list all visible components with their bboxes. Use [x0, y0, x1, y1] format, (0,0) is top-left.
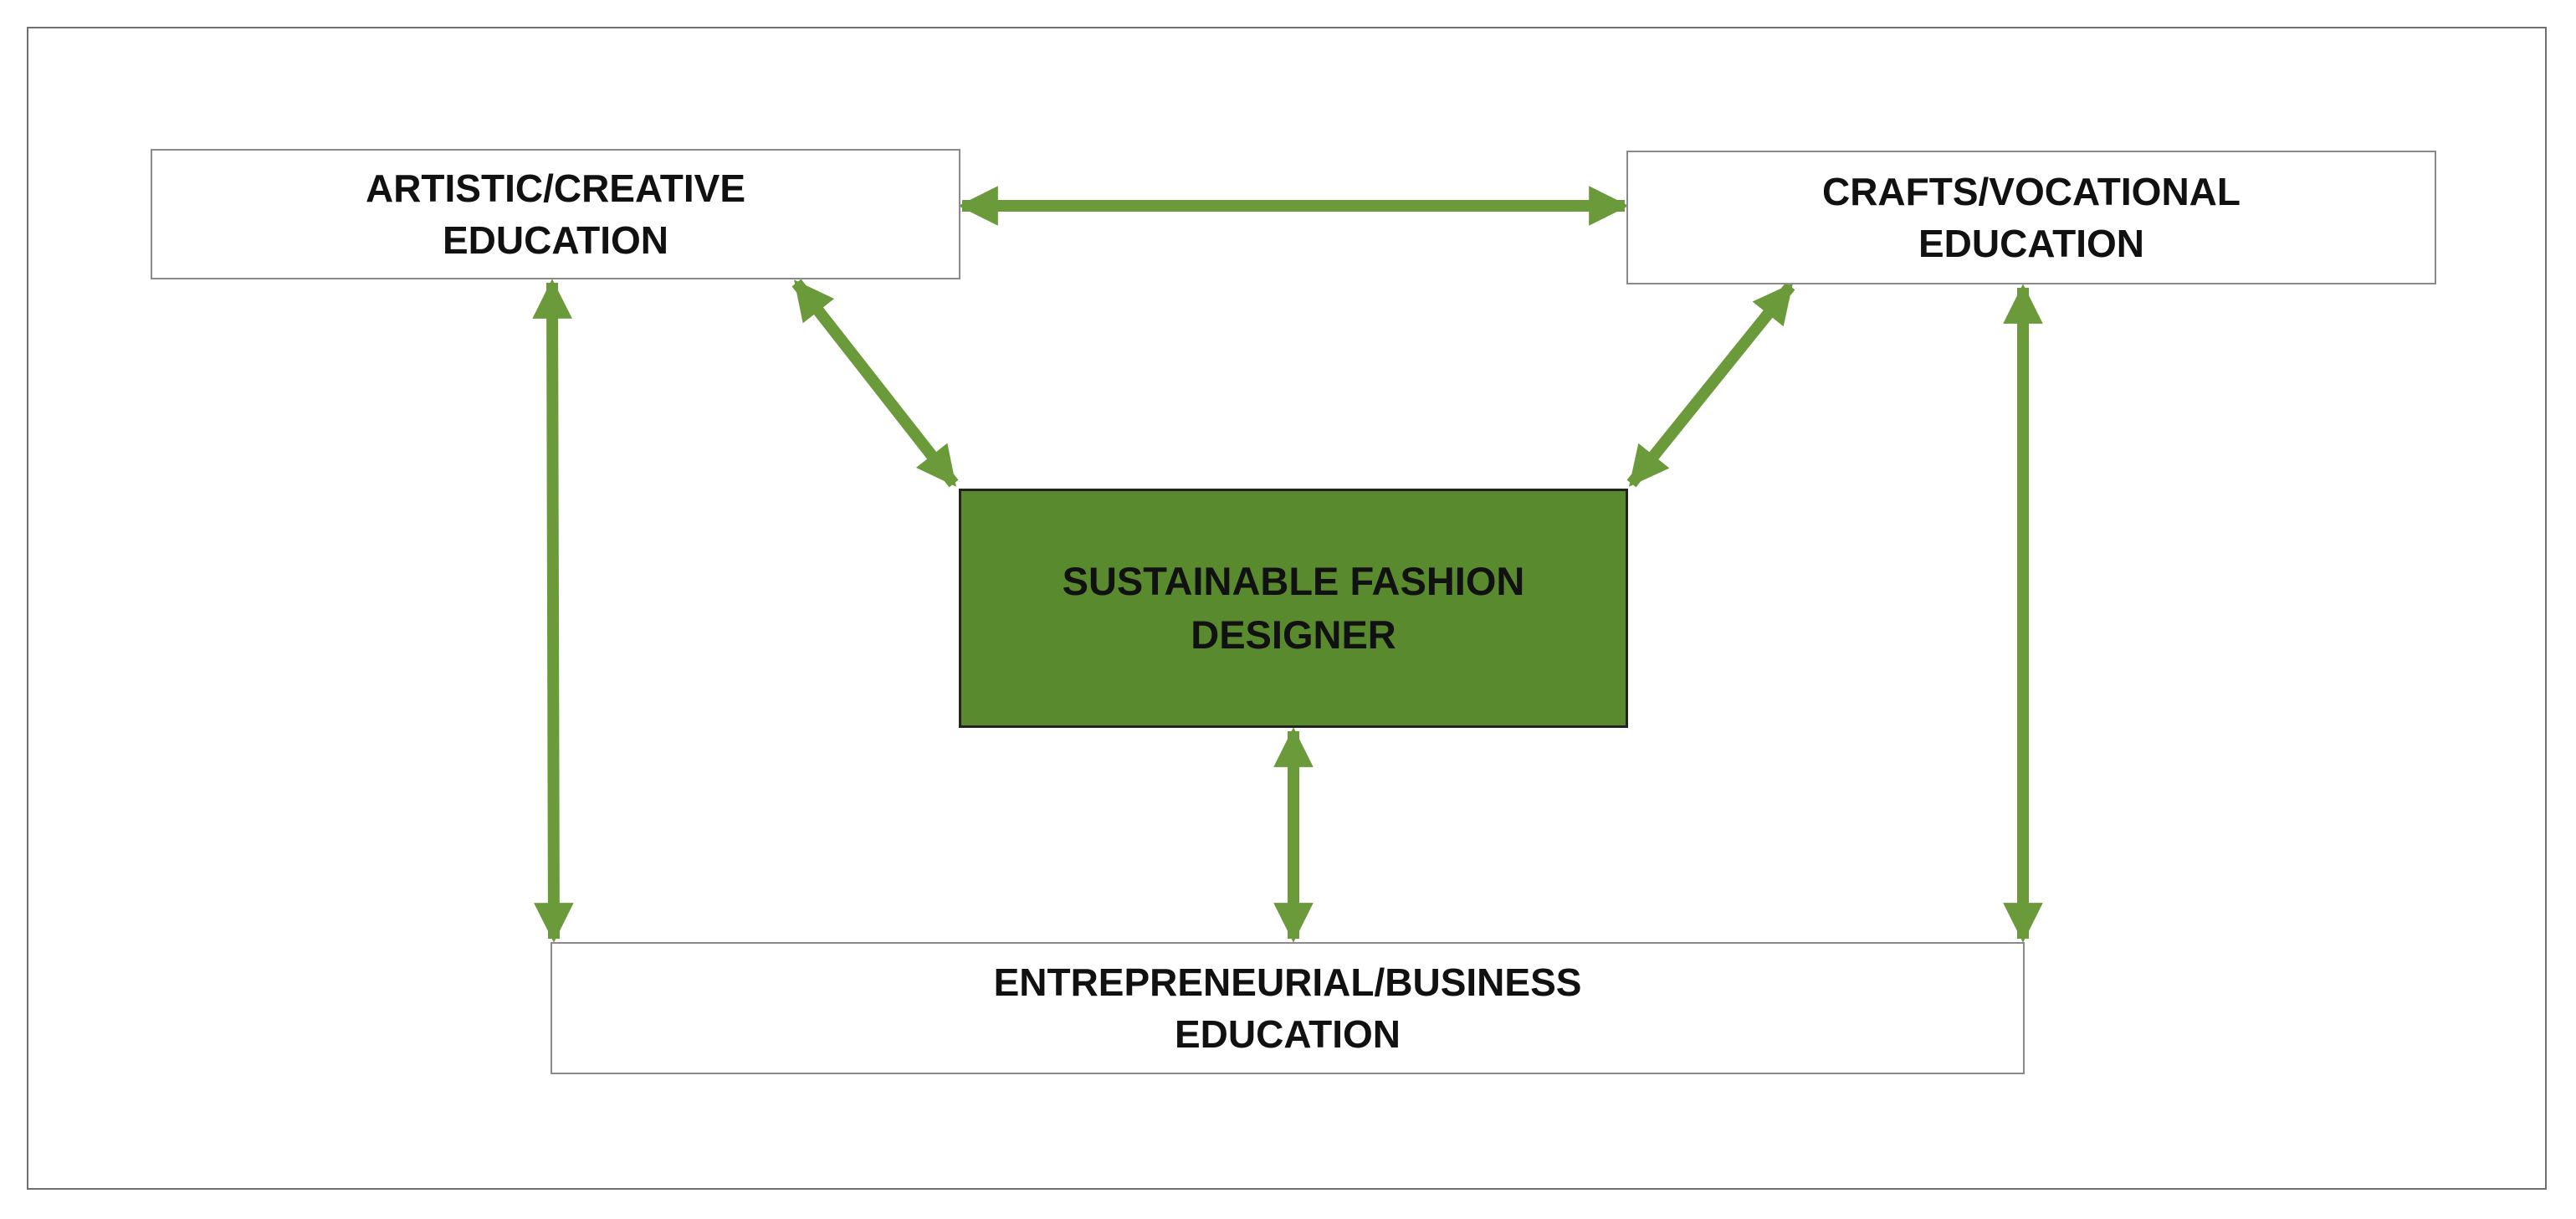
- arrow-artistic-business: [532, 279, 574, 943]
- node-label: ENTREPRENEURIAL/BUSINESS EDUCATION: [993, 960, 1582, 1056]
- node-crafts-vocational-education: CRAFTS/VOCATIONAL EDUCATION: [1626, 151, 2436, 284]
- node-entrepreneurial-business-education: ENTREPRENEURIAL/BUSINESS EDUCATION: [551, 942, 2025, 1074]
- arrow-artistic-center: [791, 279, 959, 488]
- node-label: SUSTAINABLE FASHION DESIGNER: [1062, 559, 1525, 657]
- node-label: ARTISTIC/CREATIVE EDUCATION: [365, 166, 746, 262]
- node-artistic-creative-education: ARTISTIC/CREATIVE EDUCATION: [151, 149, 960, 279]
- node-sustainable-fashion-designer: SUSTAINABLE FASHION DESIGNER: [959, 489, 1628, 728]
- arrow-crafts-center: [1626, 282, 1795, 488]
- node-label: CRAFTS/VOCATIONAL EDUCATION: [1821, 170, 2241, 265]
